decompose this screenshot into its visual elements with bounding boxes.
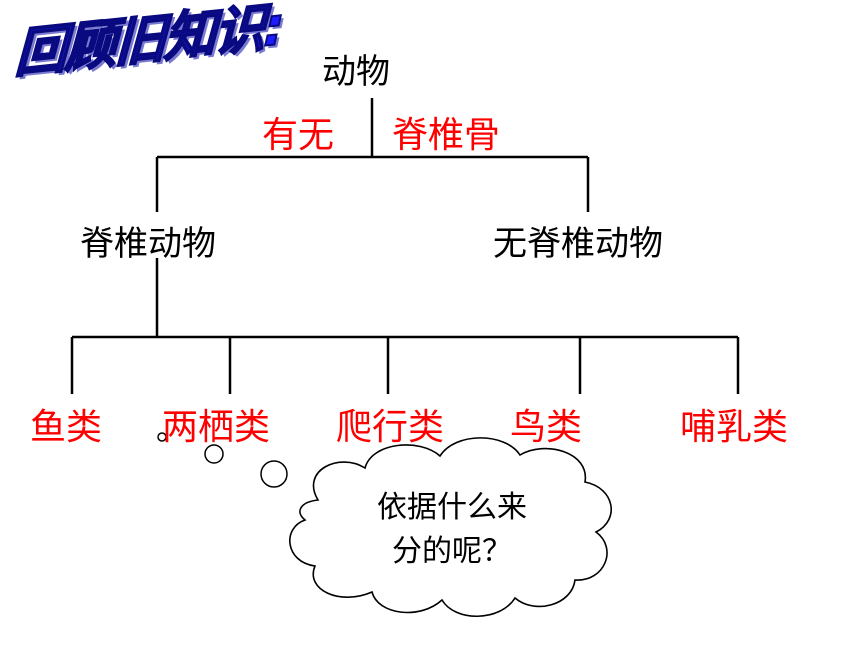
class-reptiles: 爬行类 (336, 407, 445, 448)
criterion-right: 脊椎骨 (392, 115, 501, 156)
thought-cloud (289, 437, 612, 618)
class-mammals: 哺乳类 (680, 407, 789, 448)
node-vertebrates: 脊椎动物 (80, 224, 216, 264)
thought-dot-small (157, 432, 167, 442)
root-node: 动物 (322, 52, 390, 92)
class-fish: 鱼类 (30, 407, 103, 448)
thought-text: 依据什么来 分的呢？ (340, 486, 564, 574)
thought-line-2: 分的呢？ (392, 534, 512, 569)
class-amphibians: 两栖类 (162, 407, 271, 448)
thought-line-1: 依据什么来 (377, 490, 527, 525)
criterion-left: 有无 (262, 115, 335, 156)
node-invertebrates: 无脊椎动物 (493, 224, 663, 264)
thought-dot-medium (204, 444, 224, 464)
class-birds: 鸟类 (510, 407, 583, 448)
thought-dot-large (260, 460, 288, 488)
